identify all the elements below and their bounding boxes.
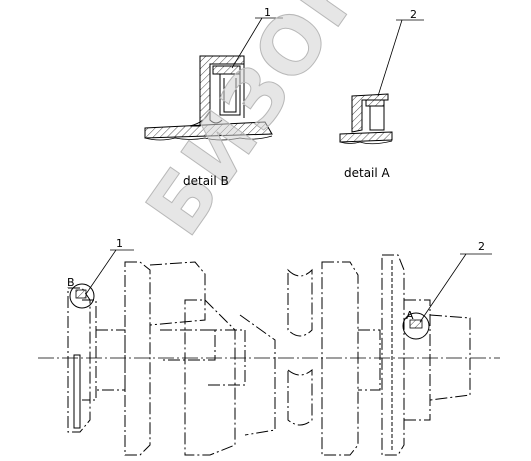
detail-b-section [144, 55, 273, 141]
callout-1-top: 1 [264, 6, 271, 19]
callout-2-top: 2 [410, 8, 417, 21]
view-marker-b: B [67, 276, 75, 289]
view-marker-a: A [406, 309, 414, 322]
detail-b-caption: detail B [183, 174, 229, 188]
detail-b-circle [69, 283, 95, 309]
detail-a-circle [402, 312, 430, 340]
leader-line-1-bottom [85, 249, 117, 295]
callout-1-bottom: 1 [116, 237, 123, 250]
detail-a-caption: detail A [344, 166, 390, 180]
leader-line-2-top [377, 19, 403, 97]
detail-a-section [339, 93, 393, 145]
callout-2-bottom: 2 [478, 240, 485, 253]
leader-line-1-top [231, 17, 263, 69]
crankshaft-body [67, 254, 471, 456]
leader-line-2-bottom [419, 253, 467, 323]
